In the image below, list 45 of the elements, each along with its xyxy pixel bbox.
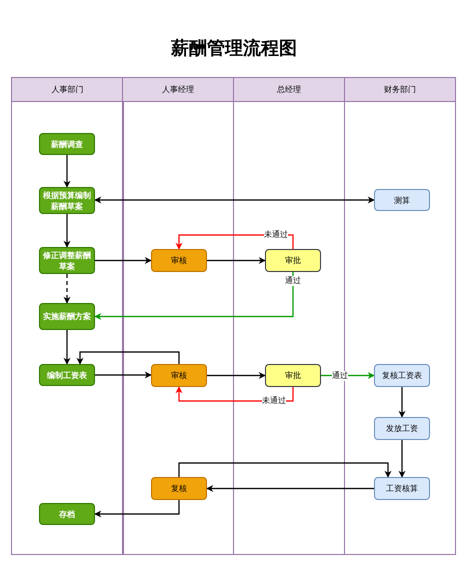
lane-header: 财务部门 — [345, 78, 455, 102]
arrow — [398, 387, 406, 418]
arrow — [207, 372, 266, 379]
arrow — [95, 372, 152, 378]
edge-label: 通过 — [332, 370, 348, 380]
edge-label: 通过 — [285, 276, 301, 286]
lane-header: 总经理 — [234, 78, 344, 102]
process-box: 根据预算编制薪酬草案 — [39, 187, 95, 214]
process-box: 存档 — [39, 503, 95, 525]
arrow — [95, 257, 152, 264]
edge-label: 未通过 — [264, 230, 288, 240]
process-box: 编制工资表 — [39, 364, 95, 386]
arrow — [176, 234, 294, 250]
swimlane — [11, 77, 124, 555]
lane-header: 人事部门 — [12, 78, 123, 102]
approval-box: 审批 — [265, 249, 321, 272]
arrow — [64, 155, 70, 188]
arrow — [64, 274, 70, 304]
arrow — [94, 500, 180, 518]
title: 薪酬管理流程图 — [170, 37, 298, 60]
review-box: 审核 — [151, 249, 207, 272]
process-box: 薪酬调查 — [39, 133, 95, 155]
arrow — [76, 351, 180, 365]
arrow — [64, 330, 70, 365]
process-box: 修正调整薪酬草案 — [39, 247, 95, 274]
edge-label: 未通过 — [262, 396, 286, 406]
arrow — [94, 272, 294, 320]
arrow — [398, 440, 406, 478]
swimlane — [122, 77, 234, 555]
finance-box: 发放工资 — [374, 417, 430, 440]
finance-box: 复核工资表 — [374, 364, 430, 387]
finance-box: 工资核算 — [374, 477, 430, 500]
approval-box: 审批 — [265, 364, 321, 387]
lane-header: 人事经理 — [123, 78, 233, 102]
arrow — [94, 196, 375, 204]
arrow — [207, 257, 266, 264]
arrow — [64, 214, 70, 248]
finance-box: 测算 — [374, 189, 430, 211]
arrow — [321, 372, 375, 379]
arrow — [206, 485, 374, 492]
process-box: 实施薪酬方案 — [39, 303, 95, 330]
arrow — [176, 386, 294, 402]
review-box: 复核 — [151, 477, 207, 500]
arrow — [178, 462, 392, 478]
review-box: 审核 — [151, 364, 207, 387]
